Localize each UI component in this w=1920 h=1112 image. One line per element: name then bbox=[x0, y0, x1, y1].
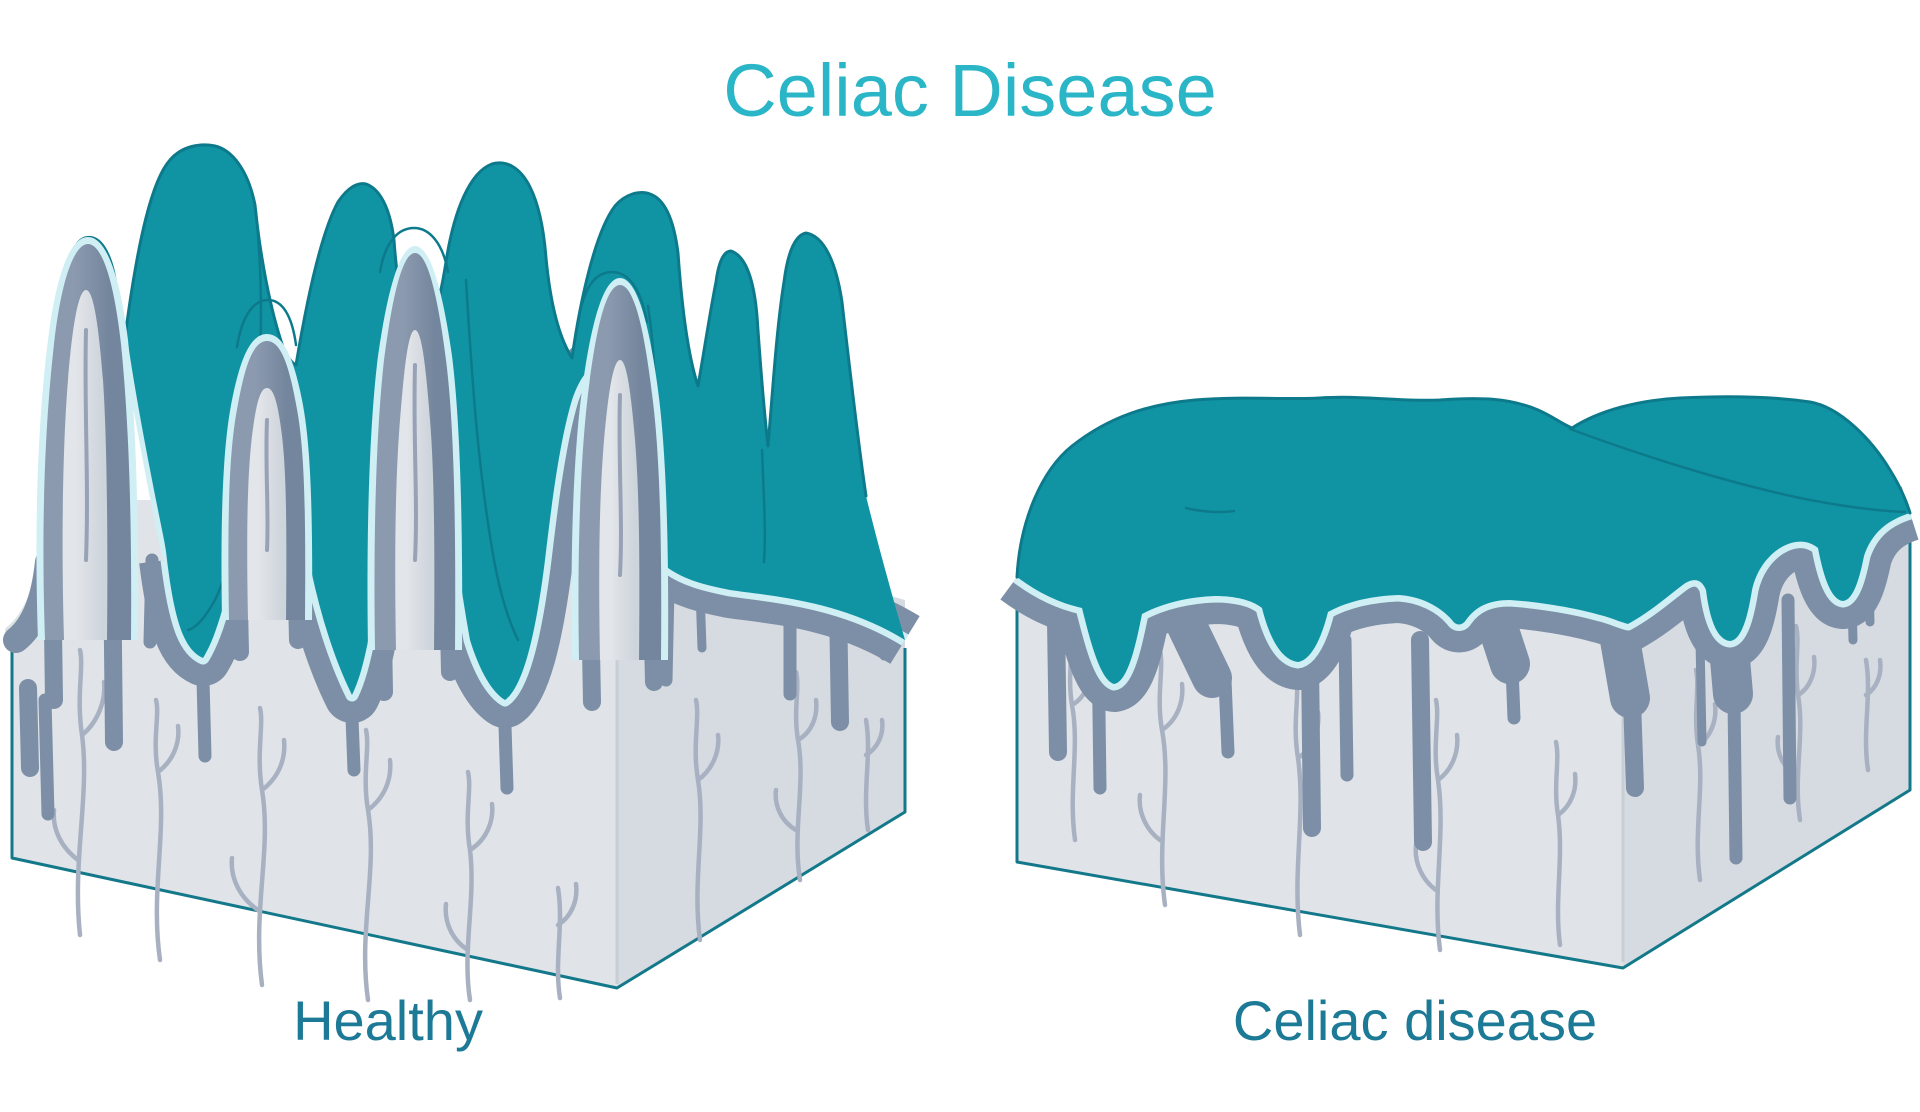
celiac-crypts-large bbox=[1047, 611, 1644, 851]
celiac-surface-outline bbox=[1015, 395, 1912, 579]
healthy-villus-cross-section-1 bbox=[36, 237, 139, 640]
villus-lacteal bbox=[264, 418, 270, 552]
villus-lacteal bbox=[617, 393, 623, 577]
healthy-wedge-epithelium bbox=[121, 331, 172, 561]
healthy-villus-cross-section-3 bbox=[367, 246, 463, 650]
celiac-surface-fold-lines bbox=[1184, 427, 1907, 514]
celiac-block-outline bbox=[1015, 520, 1912, 970]
healthy-blood-vessels-side bbox=[693, 669, 885, 943]
healthy-label: Healthy bbox=[293, 989, 483, 1052]
healthy-villus-cross-section-2 bbox=[221, 334, 313, 620]
page-title: Celiac Disease bbox=[723, 49, 1217, 132]
celiac-crypts-medium bbox=[1091, 593, 1797, 865]
celiac-crypt-bulges bbox=[1165, 598, 1753, 718]
villus-lacteal bbox=[412, 363, 418, 562]
healthy-villi-surface bbox=[126, 144, 905, 700]
healthy-villus-cross-section-4 bbox=[571, 278, 669, 660]
healthy-blood-vessels-front bbox=[51, 647, 579, 1003]
healthy-block-outline bbox=[10, 632, 907, 990]
celiac-blood-vessels-side bbox=[1693, 623, 1883, 883]
celiac-figure bbox=[1000, 395, 1920, 970]
villus-lacteal bbox=[83, 328, 89, 562]
healthy-figure bbox=[3, 143, 920, 1003]
celiac-label: Celiac disease bbox=[1232, 989, 1598, 1052]
